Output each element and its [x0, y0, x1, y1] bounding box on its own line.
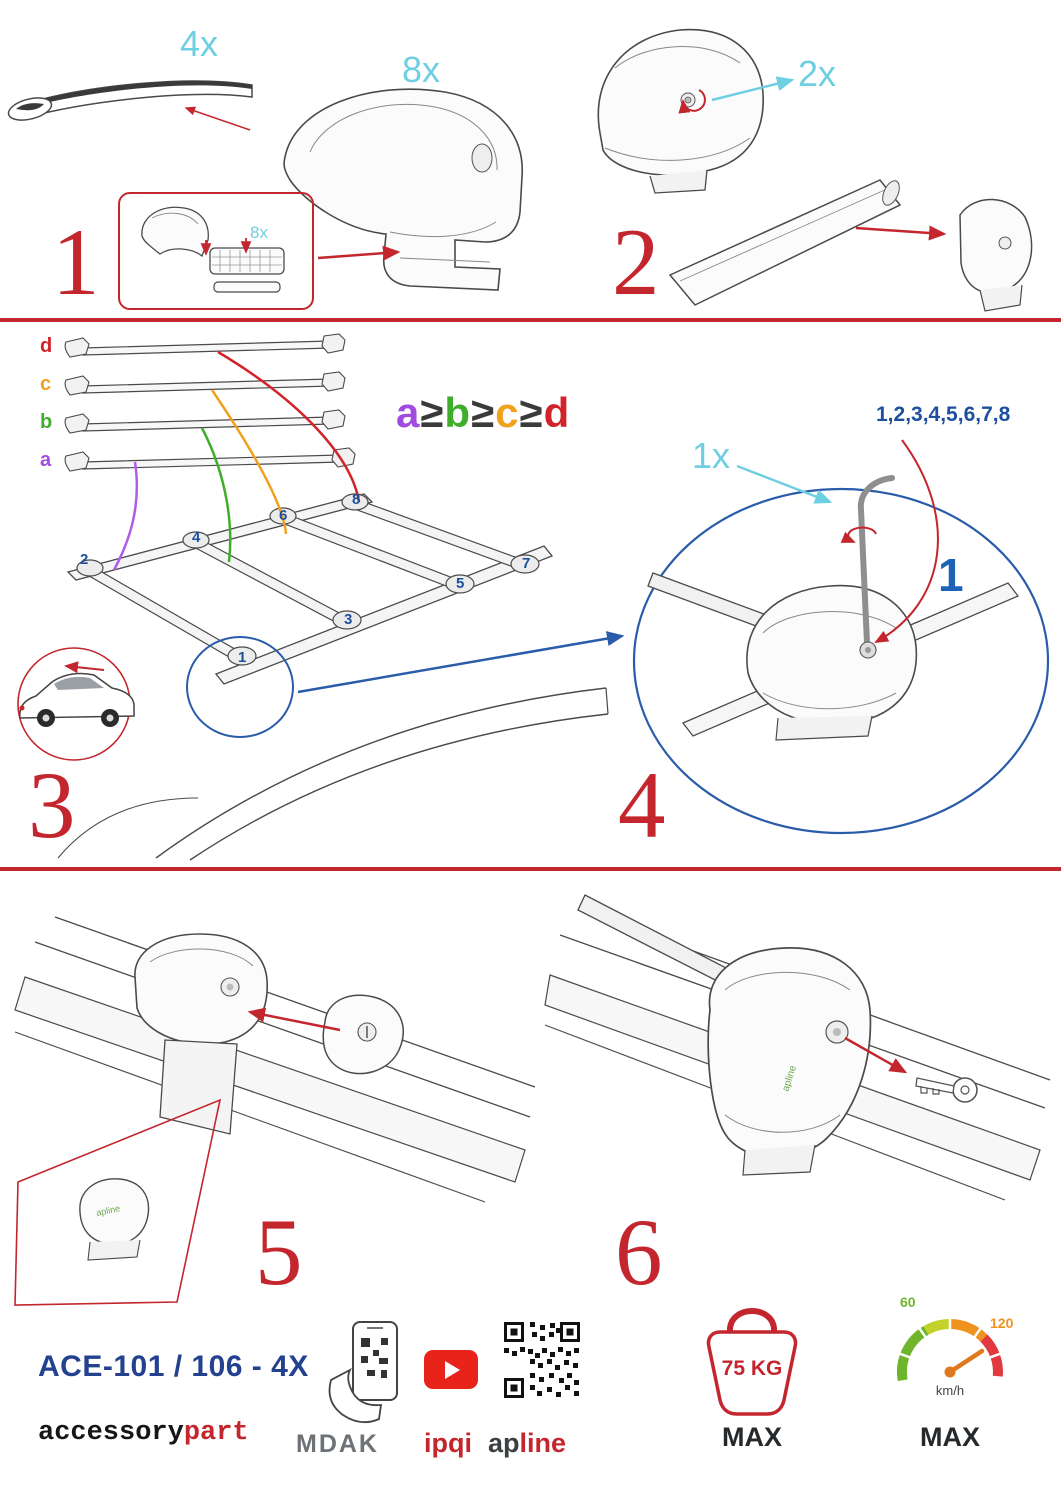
step-3-number: 3 [28, 752, 76, 858]
section-divider-1 [0, 318, 1061, 322]
rule-b: b [444, 389, 472, 436]
roof-overview-drawing [57, 493, 609, 861]
bar-qty-label: 4x [180, 23, 219, 64]
weight-limit-value: 75 KG [721, 1357, 783, 1380]
rule-a: a [396, 389, 421, 436]
speedometer-icon [896, 1316, 1004, 1382]
rubber-pads-drawing [141, 206, 285, 293]
apline-logo: apline [488, 1430, 566, 1457]
step-1-number: 1 [52, 209, 100, 315]
car-direction-arrow [64, 661, 105, 674]
roof-position-number: 6 [279, 507, 288, 524]
bar-label-b: b [40, 411, 53, 433]
roof-position-number: 3 [344, 611, 353, 628]
position-1-highlight-circle [186, 636, 294, 738]
mdak-logo: MDAK [296, 1430, 379, 1458]
zoom-detail-arrow [297, 631, 625, 694]
speed-max-label: MAX [920, 1422, 980, 1452]
speed-unit-label: km/h [935, 1383, 965, 1398]
weight-limit-icon [706, 1308, 798, 1416]
pad-qty-label: 8x [250, 223, 268, 242]
section-divider-2 [0, 867, 1061, 871]
tool-qty-arrow [736, 464, 833, 504]
car-inset-drawing [17, 647, 135, 761]
key-rotate-arrow [840, 526, 877, 543]
tighten-sequence-label: 1,2,3,4,5,6,7,8 [876, 403, 1011, 426]
apline-dark: ap [488, 1428, 520, 1458]
bar-b-position-line [200, 427, 232, 563]
step-2-number: 2 [612, 209, 660, 315]
qr-finder-patterns [504, 1322, 580, 1398]
bar-pointer-arrow [184, 106, 251, 131]
cover-assembly-drawing: apline [14, 916, 536, 1306]
tool-qty-label: 1x [692, 435, 731, 476]
foot-brand-text-inset: apline [95, 1203, 121, 1218]
roof-position-number: 5 [456, 575, 465, 592]
roof-position-number: 1 [238, 649, 247, 666]
rule-d: d [543, 389, 571, 436]
ipqi-logo: ipqi [424, 1428, 472, 1458]
speed-high-label: 120 [990, 1315, 1014, 1331]
brand-red: part [183, 1418, 249, 1448]
pads-inset-box [118, 192, 314, 310]
clamp-qty-label: 8x [402, 49, 441, 90]
screw-qty-label: 2x [798, 53, 837, 94]
cover-attach-arrow [247, 1007, 341, 1032]
screw-rotate-arrow [678, 89, 706, 114]
speed-low-label: 60 [900, 1294, 916, 1310]
bar-c-position-line [210, 389, 288, 535]
hand-phone-qr-icon [328, 1321, 398, 1424]
screw-qty-arrow [711, 76, 795, 102]
lock-to-key-arrow [844, 1036, 908, 1074]
bar-d [64, 333, 346, 358]
roof-position-number: 8 [352, 491, 361, 508]
crossbar-set-drawing [64, 333, 356, 472]
weight-max-label: MAX [722, 1422, 782, 1452]
bar-c [64, 371, 346, 396]
speedometer-ticks [896, 1316, 1004, 1360]
apline-red: line [519, 1428, 567, 1458]
rule-gte-2: ≥ [471, 389, 496, 436]
brand-logo: accessorypart [38, 1420, 249, 1447]
lock-with-key-drawing: apline [544, 894, 1051, 1201]
step-4-number: 4 [618, 752, 666, 858]
product-code: ACE-101 / 106 - 4X [38, 1350, 309, 1383]
bar-d-position-line [217, 350, 361, 503]
brand-dark: accessory [38, 1418, 184, 1448]
step-6-number: 6 [615, 1199, 663, 1305]
qr-code [504, 1322, 580, 1398]
roof-position-number: 4 [192, 529, 201, 546]
youtube-icon [424, 1350, 478, 1389]
youtube-play-triangle [445, 1360, 460, 1379]
tighten-detail-drawing [632, 475, 1050, 835]
size-rule: a≥b≥c≥d [396, 392, 570, 434]
bar-label-a: a [40, 449, 52, 471]
sequence-to-screw-arrow [874, 439, 939, 643]
bar-into-foot-drawing [668, 179, 1033, 312]
roof-position-number: 7 [522, 555, 531, 572]
rule-gte-3: ≥ [519, 389, 544, 436]
step-5-number: 5 [255, 1199, 303, 1305]
pad-to-clamp-arrow [317, 245, 401, 261]
slide-foot-arrow [855, 225, 947, 241]
bar-b [64, 409, 346, 434]
bar-a-position-line [112, 461, 139, 571]
rule-c: c [495, 389, 520, 436]
roof-position-number: 2 [80, 551, 89, 568]
bar-label-c: c [40, 373, 52, 395]
rule-gte-1: ≥ [420, 389, 445, 436]
sequence-highlight-number: 1 [938, 549, 964, 601]
crossbar-drawing [7, 80, 253, 121]
bar-label-d: d [40, 335, 53, 357]
clamp-drawing [283, 88, 523, 291]
